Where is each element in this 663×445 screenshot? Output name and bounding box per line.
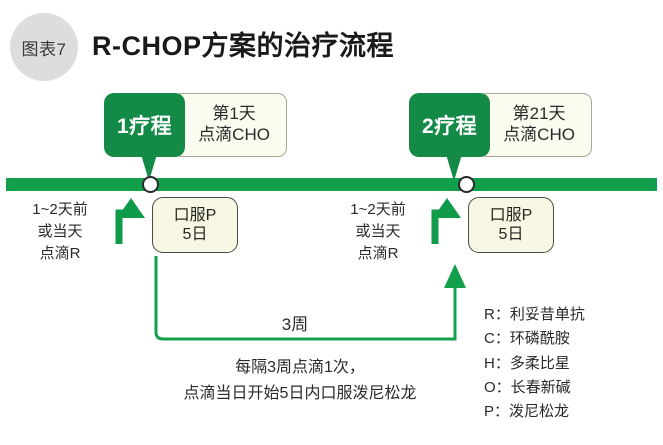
legend-value-p: 泼尼松龙: [509, 403, 570, 421]
drug-legend: R：利妥昔单抗 C：环磷酰胺 H：多柔比星 O：长春新碱 P：泼尼松龙: [484, 303, 585, 424]
oral-box-2-drug: 口服P: [489, 206, 533, 224]
course-callout-2: 2疗程 第21天 点滴CHO: [409, 93, 592, 181]
interval-label: 3周: [281, 315, 309, 334]
timeline-node-course-1: [142, 176, 159, 193]
course-day-1: 第1天: [212, 104, 256, 124]
oral-box-2: 口服P 5日: [468, 197, 554, 253]
treatment-timeline-bar: [6, 178, 657, 191]
legend-row-p: P：泼尼松龙: [484, 400, 585, 424]
legend-key-r: R：: [484, 306, 510, 323]
timeline-node-course-2: [458, 176, 475, 193]
pre-infusion-note-1-line2: 或当天: [37, 222, 83, 240]
legend-value-o: 长春新碱: [510, 378, 571, 396]
course-tag-1: 1疗程: [104, 93, 186, 157]
course-callout-1: 1疗程 第1天 点滴CHO: [104, 93, 287, 181]
course-tail-2: [445, 151, 463, 181]
pre-infusion-note-1: 1~2天前 或当天 点滴R: [6, 199, 114, 264]
legend-key-p: P：: [484, 403, 510, 421]
course-body-2: 第21天 点滴CHO: [478, 93, 592, 157]
legend-row-h: H：多柔比星: [484, 352, 585, 376]
bottom-note: 每隔3周点滴1次， 点滴当日开始5日内口服泼尼松龙: [120, 355, 480, 406]
oral-box-1-duration: 5日: [182, 226, 208, 243]
course-drip-1: 点滴CHO: [198, 125, 270, 144]
course-day-2: 第21天: [512, 104, 566, 124]
legend-value-h: 多柔比星: [509, 354, 570, 372]
pre-infusion-note-2-line2: 或当天: [355, 222, 401, 240]
pre-infusion-note-2-line3: 点滴R: [357, 244, 399, 262]
legend-row-c: C：环磷酰胺: [484, 327, 585, 351]
bottom-note-line2: 点滴当日开始5日内口服泼尼松龙: [183, 384, 417, 402]
course-tag-2: 2疗程: [409, 93, 491, 157]
pre-infusion-note-2: 1~2天前 或当天 点滴R: [324, 199, 432, 264]
pre-infusion-arrow-2: [431, 198, 461, 244]
oral-box-2-duration: 5日: [498, 226, 524, 243]
legend-key-o: O：: [484, 378, 511, 396]
page-title: R-CHOP方案的治疗流程: [92, 31, 394, 61]
pre-infusion-arrow-1: [115, 198, 145, 244]
legend-value-r: 利妥昔单抗: [509, 306, 585, 323]
legend-key-h: H：: [484, 354, 510, 372]
course-body-1: 第1天 点滴CHO: [173, 93, 287, 157]
pre-infusion-note-1-line1: 1~2天前: [32, 201, 88, 218]
course-tail-1: [140, 151, 158, 181]
legend-value-c: 环磷酰胺: [509, 330, 570, 348]
course-drip-2: 点滴CHO: [503, 125, 575, 144]
oral-box-1-drug: 口服P: [173, 206, 217, 224]
legend-row-r: R：利妥昔单抗: [484, 303, 585, 327]
figure-badge: 图表7: [10, 13, 78, 81]
bottom-note-line1: 每隔3周点滴1次，: [235, 359, 365, 376]
legend-key-c: C：: [484, 330, 510, 348]
pre-infusion-note-2-line1: 1~2天前: [350, 201, 406, 218]
oral-box-1: 口服P 5日: [152, 197, 238, 253]
pre-infusion-note-1-line3: 点滴R: [39, 244, 81, 262]
legend-row-o: O：长春新碱: [484, 376, 585, 400]
